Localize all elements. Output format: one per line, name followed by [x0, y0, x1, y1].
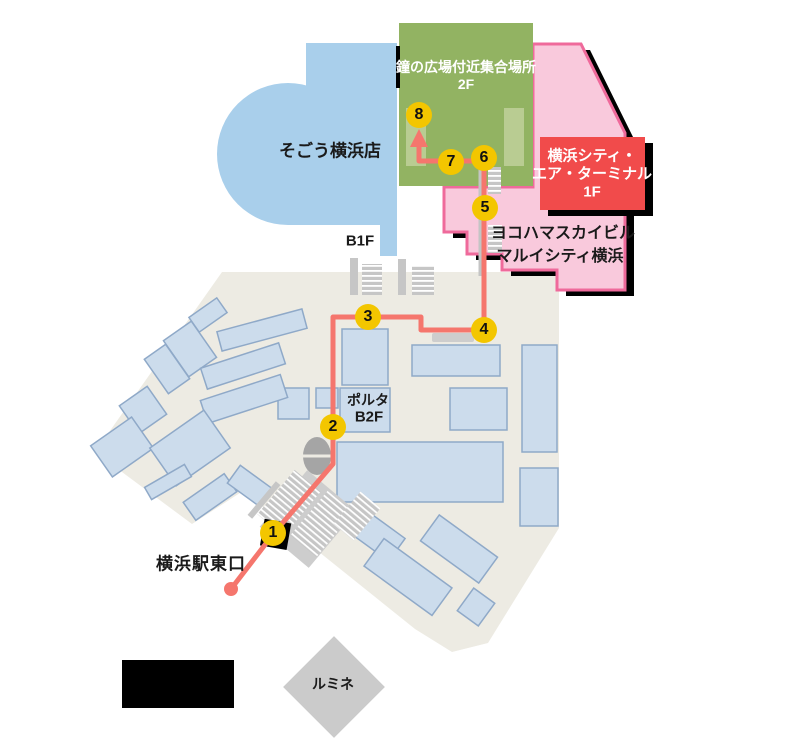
- route-marker-1: 1: [260, 520, 286, 546]
- building-block: [336, 441, 504, 503]
- air-terminal-label-line1: 横浜シティ・: [547, 147, 637, 165]
- building-block: [449, 387, 508, 431]
- meeting-place-label-line2: 2F: [457, 76, 475, 92]
- building-block: [143, 343, 191, 395]
- porta-label-line2: B2F: [354, 408, 384, 426]
- air-terminal-label-line3: 1F: [583, 183, 601, 201]
- air-terminal-label-line2: エア・ターミナル: [531, 165, 653, 183]
- route-marker-4: 4: [471, 317, 497, 343]
- route-marker-5: 5: [472, 195, 498, 221]
- building-block: [362, 537, 454, 617]
- building-block: [419, 513, 499, 585]
- lumine-label: ルミネ: [312, 676, 354, 692]
- building-block: [277, 387, 310, 420]
- route-marker-8: 8: [406, 102, 432, 128]
- route-marker-6: 6: [471, 145, 497, 171]
- building-block: [143, 463, 193, 501]
- black-tick: [396, 46, 400, 88]
- building-block: [519, 467, 559, 527]
- building-block: [199, 341, 287, 391]
- porta-label-line1: ポルタ: [347, 392, 389, 408]
- building-block: [456, 586, 496, 628]
- sogo-label: そごう横浜店: [279, 141, 381, 161]
- building-block: [341, 328, 389, 386]
- b1f-label: B1F: [345, 232, 375, 250]
- building-block: [339, 387, 391, 433]
- building-block: [521, 344, 558, 453]
- air-terminal-box: [540, 137, 653, 216]
- building-block: [215, 308, 309, 352]
- station-exit-label: 横浜駅東口: [156, 554, 246, 574]
- sky-building-label-line2: マルイシティ横浜: [496, 248, 624, 265]
- station-stairs-icon: [247, 469, 381, 568]
- sogo-building-shape: [217, 43, 397, 256]
- building-block: [148, 409, 232, 487]
- building-block: [411, 344, 501, 377]
- building-blocks: [89, 296, 559, 628]
- b1f-stairs-icon: [350, 258, 434, 295]
- route-marker-2: 2: [320, 414, 346, 440]
- black-box: [122, 660, 234, 708]
- meeting-place-label-line1: 鐘の広場付近集合場所: [396, 59, 536, 75]
- route-marker-3: 3: [355, 304, 381, 330]
- building-block: [89, 416, 155, 478]
- route-start-dot: [224, 582, 238, 596]
- fountain-oval: [302, 437, 332, 475]
- route-arrow-icon: [410, 129, 428, 147]
- sky-building-label-line1: ヨコハマスカイビル: [490, 225, 636, 242]
- route-marker-7: 7: [438, 149, 464, 175]
